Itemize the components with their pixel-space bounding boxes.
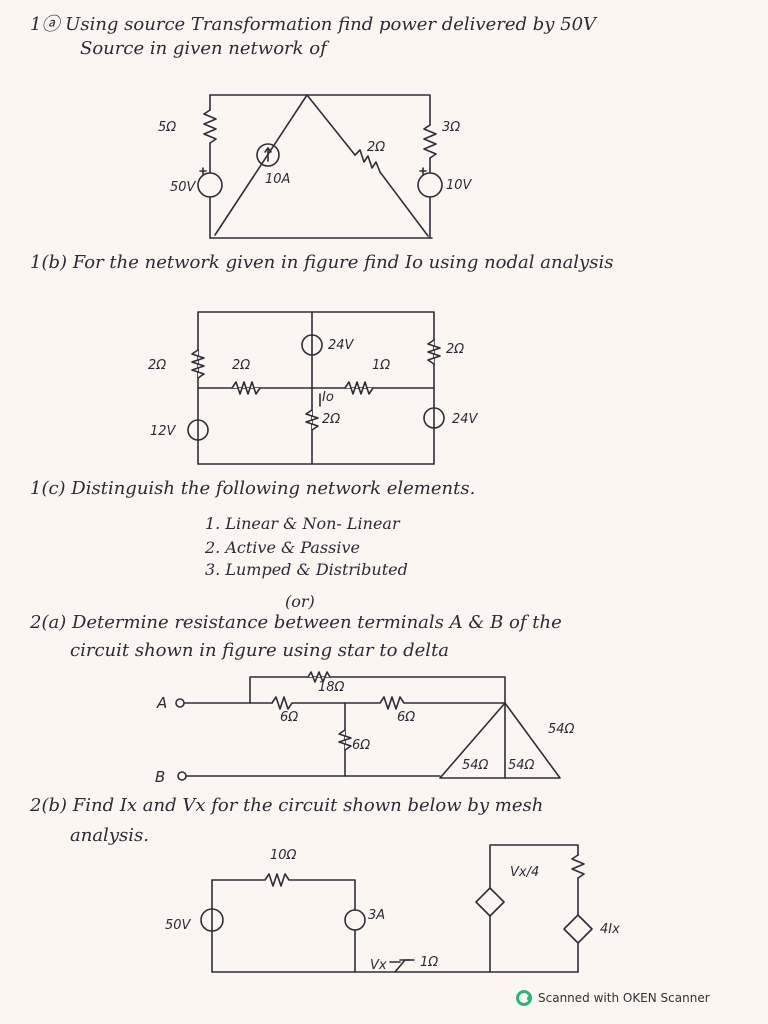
q1c-item-3: 3. Lumped & Distributed	[205, 560, 408, 579]
q2b-vx4-label: Vx/4	[510, 865, 540, 880]
q1a-10a-label: 10A	[265, 172, 291, 187]
q2b-text-line1: 2(b) Find Ix and Vx for the circuit show…	[30, 795, 544, 816]
q2b-3a-label: 3A	[368, 908, 386, 923]
or-text: (or)	[285, 592, 315, 611]
q1a-10v-label: 10V	[446, 178, 472, 193]
q2b-r1-label: 1Ω	[420, 955, 439, 970]
q2b-text-line2: analysis.	[70, 825, 149, 846]
q1b-io-label: Io	[322, 390, 334, 405]
oken-scanner-logo-icon	[516, 990, 532, 1006]
q1a-r5-label: 5Ω	[158, 120, 177, 135]
q1a-r2-label: 2Ω	[367, 140, 386, 155]
q1b-r2-right-label: 2Ω	[446, 342, 465, 357]
q2a-r54b-label: 54Ω	[508, 758, 535, 773]
q2a-terminal-a: A	[157, 694, 168, 712]
q1b-r2-mid-label: 2Ω	[232, 358, 251, 373]
q1b-r2-left-label: 2Ω	[148, 358, 167, 373]
scanner-footer: Scanned with OKEN Scanner	[516, 990, 710, 1006]
q1b-12v-label: 12V	[150, 424, 176, 439]
q2a-text-line2: circuit shown in figure using star to de…	[70, 640, 450, 661]
q2a-r54a-label: 54Ω	[462, 758, 489, 773]
q1b-24v-right-label: 24V	[452, 412, 478, 427]
q1a-r3-label: 3Ω	[442, 120, 461, 135]
q1c-text: 1(c) Distinguish the following network e…	[30, 478, 476, 499]
q2b-4ix-label: 4Ix	[600, 922, 620, 937]
q2a-r6a-label: 6Ω	[280, 710, 299, 725]
q1a-50v-label: 50V	[170, 180, 196, 195]
q2b-50v-label: 50V	[165, 918, 191, 933]
q1b-r1-label: 1Ω	[372, 358, 391, 373]
q1c-item-2: 2. Active & Passive	[205, 538, 360, 557]
q2b-r10-label: 10Ω	[270, 848, 297, 863]
q1b-text: 1(b) For the network given in figure fin…	[30, 252, 614, 273]
q1b-24v-top-label: 24V	[328, 338, 354, 353]
q2a-r54c-label: 54Ω	[548, 722, 575, 737]
q2a-terminal-b: B	[155, 768, 166, 786]
q2a-r6c-label: 6Ω	[352, 738, 371, 753]
q2a-r6b-label: 6Ω	[397, 710, 416, 725]
q1a-text-line2: Source in given network of	[80, 38, 327, 59]
q2a-r18-label: 18Ω	[318, 680, 345, 695]
scanner-footer-text: Scanned with OKEN Scanner	[538, 991, 710, 1005]
q2a-text-line1: 2(a) Determine resistance between termin…	[30, 612, 562, 633]
q2b-vx-label: Vx	[370, 958, 387, 973]
q1b-r2-vert-label: 2Ω	[322, 412, 341, 427]
q1a-text-line1: 1ⓐ Using source Transformation find powe…	[30, 14, 597, 35]
q1c-item-1: 1. Linear & Non- Linear	[205, 514, 400, 533]
